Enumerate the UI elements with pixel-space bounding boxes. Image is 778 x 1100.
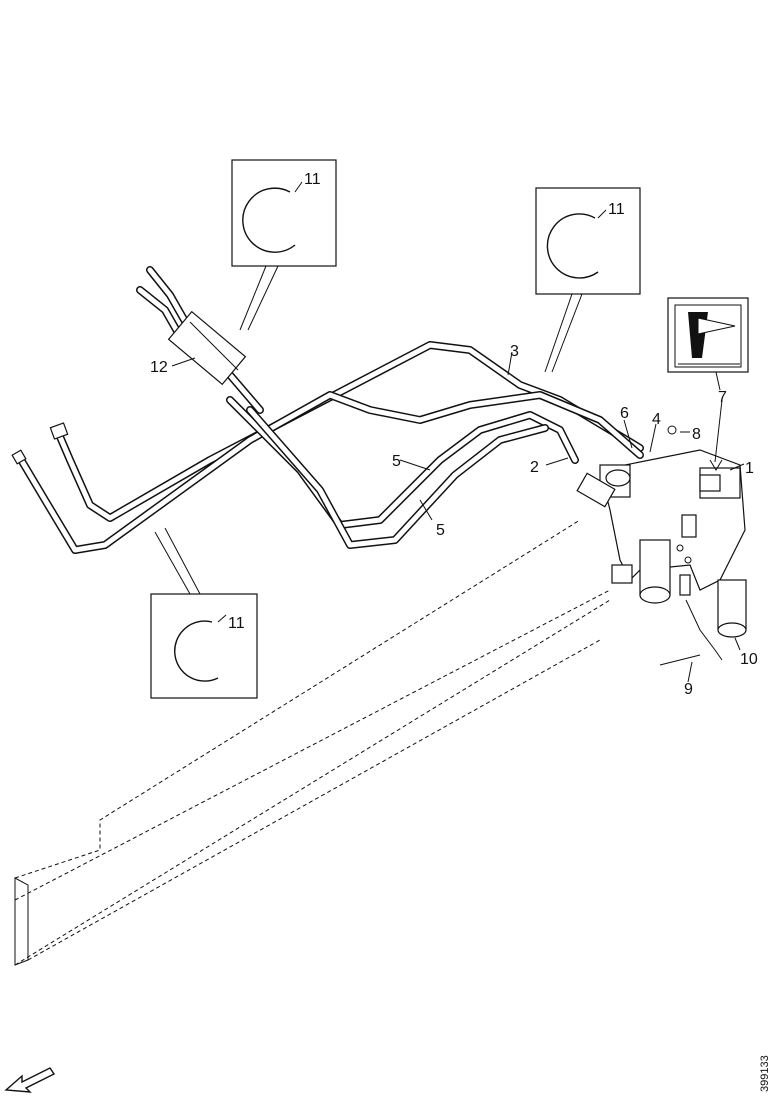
callout-3: 3 bbox=[510, 343, 519, 360]
leader-lines bbox=[171, 351, 745, 683]
callout-1: 1 bbox=[745, 460, 754, 477]
callout-5b: 5 bbox=[436, 522, 445, 539]
callout-10: 10 bbox=[740, 651, 758, 668]
decal-box bbox=[667, 297, 749, 471]
detail-box-top-left bbox=[231, 159, 337, 331]
pipe-assembly bbox=[11, 266, 644, 554]
callout-4: 4 bbox=[652, 411, 661, 428]
inline-filter bbox=[167, 310, 247, 386]
callout-12: 12 bbox=[150, 359, 168, 376]
callout-7: 7 bbox=[718, 389, 727, 406]
valve-block bbox=[576, 425, 747, 666]
forward-direction-arrow-icon bbox=[4, 1067, 56, 1093]
callouts: 1 2 3 4 5 5 6 7 8 9 10 11 11 11 12 bbox=[150, 171, 758, 698]
callout-6: 6 bbox=[620, 405, 629, 422]
callout-11b: 11 bbox=[608, 201, 625, 218]
callout-11a: 11 bbox=[304, 171, 321, 188]
callout-5a: 5 bbox=[392, 453, 401, 470]
callout-9: 9 bbox=[684, 681, 693, 698]
detail-box-bottom-left bbox=[150, 527, 258, 699]
callout-2: 2 bbox=[530, 459, 539, 476]
callout-11c: 11 bbox=[228, 615, 245, 632]
callout-8: 8 bbox=[692, 426, 701, 443]
frame-rail bbox=[14, 519, 611, 966]
detail-box-top-right bbox=[535, 187, 641, 373]
reference-number: 399133 bbox=[759, 1055, 771, 1092]
